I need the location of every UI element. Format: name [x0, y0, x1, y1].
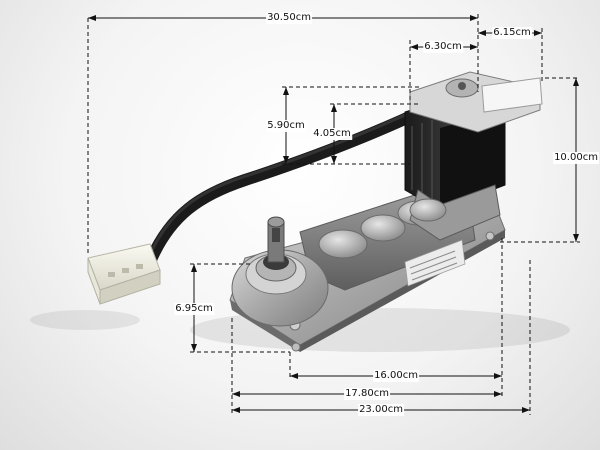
- overall-length-label: 30.50cm: [266, 12, 312, 24]
- dimension-guides: [87, 14, 580, 415]
- gearbox-length-label: 23.00cm: [358, 404, 404, 416]
- motor-height-label: 5.90cm: [266, 120, 306, 132]
- electric-motor: [404, 71, 543, 241]
- motor-depth-label: 6.15cm: [492, 27, 532, 39]
- total-height-label: 10.00cm: [553, 152, 599, 164]
- connector-plug: [87, 243, 161, 305]
- motor-core-height-label: 4.05cm: [312, 128, 352, 140]
- motor-connector: [481, 77, 543, 113]
- output-housing: [231, 216, 329, 327]
- base-length-short-label: 16.00cm: [373, 370, 419, 382]
- power-cable: [144, 106, 426, 268]
- motor-width-label: 6.30cm: [423, 41, 463, 53]
- plug-shadow: [30, 310, 140, 330]
- dimension-arrows: [88, 15, 579, 413]
- front-height-label: 6.95cm: [174, 303, 214, 315]
- base-length-mid-label: 17.80cm: [344, 388, 390, 400]
- product-sticker: [404, 239, 466, 287]
